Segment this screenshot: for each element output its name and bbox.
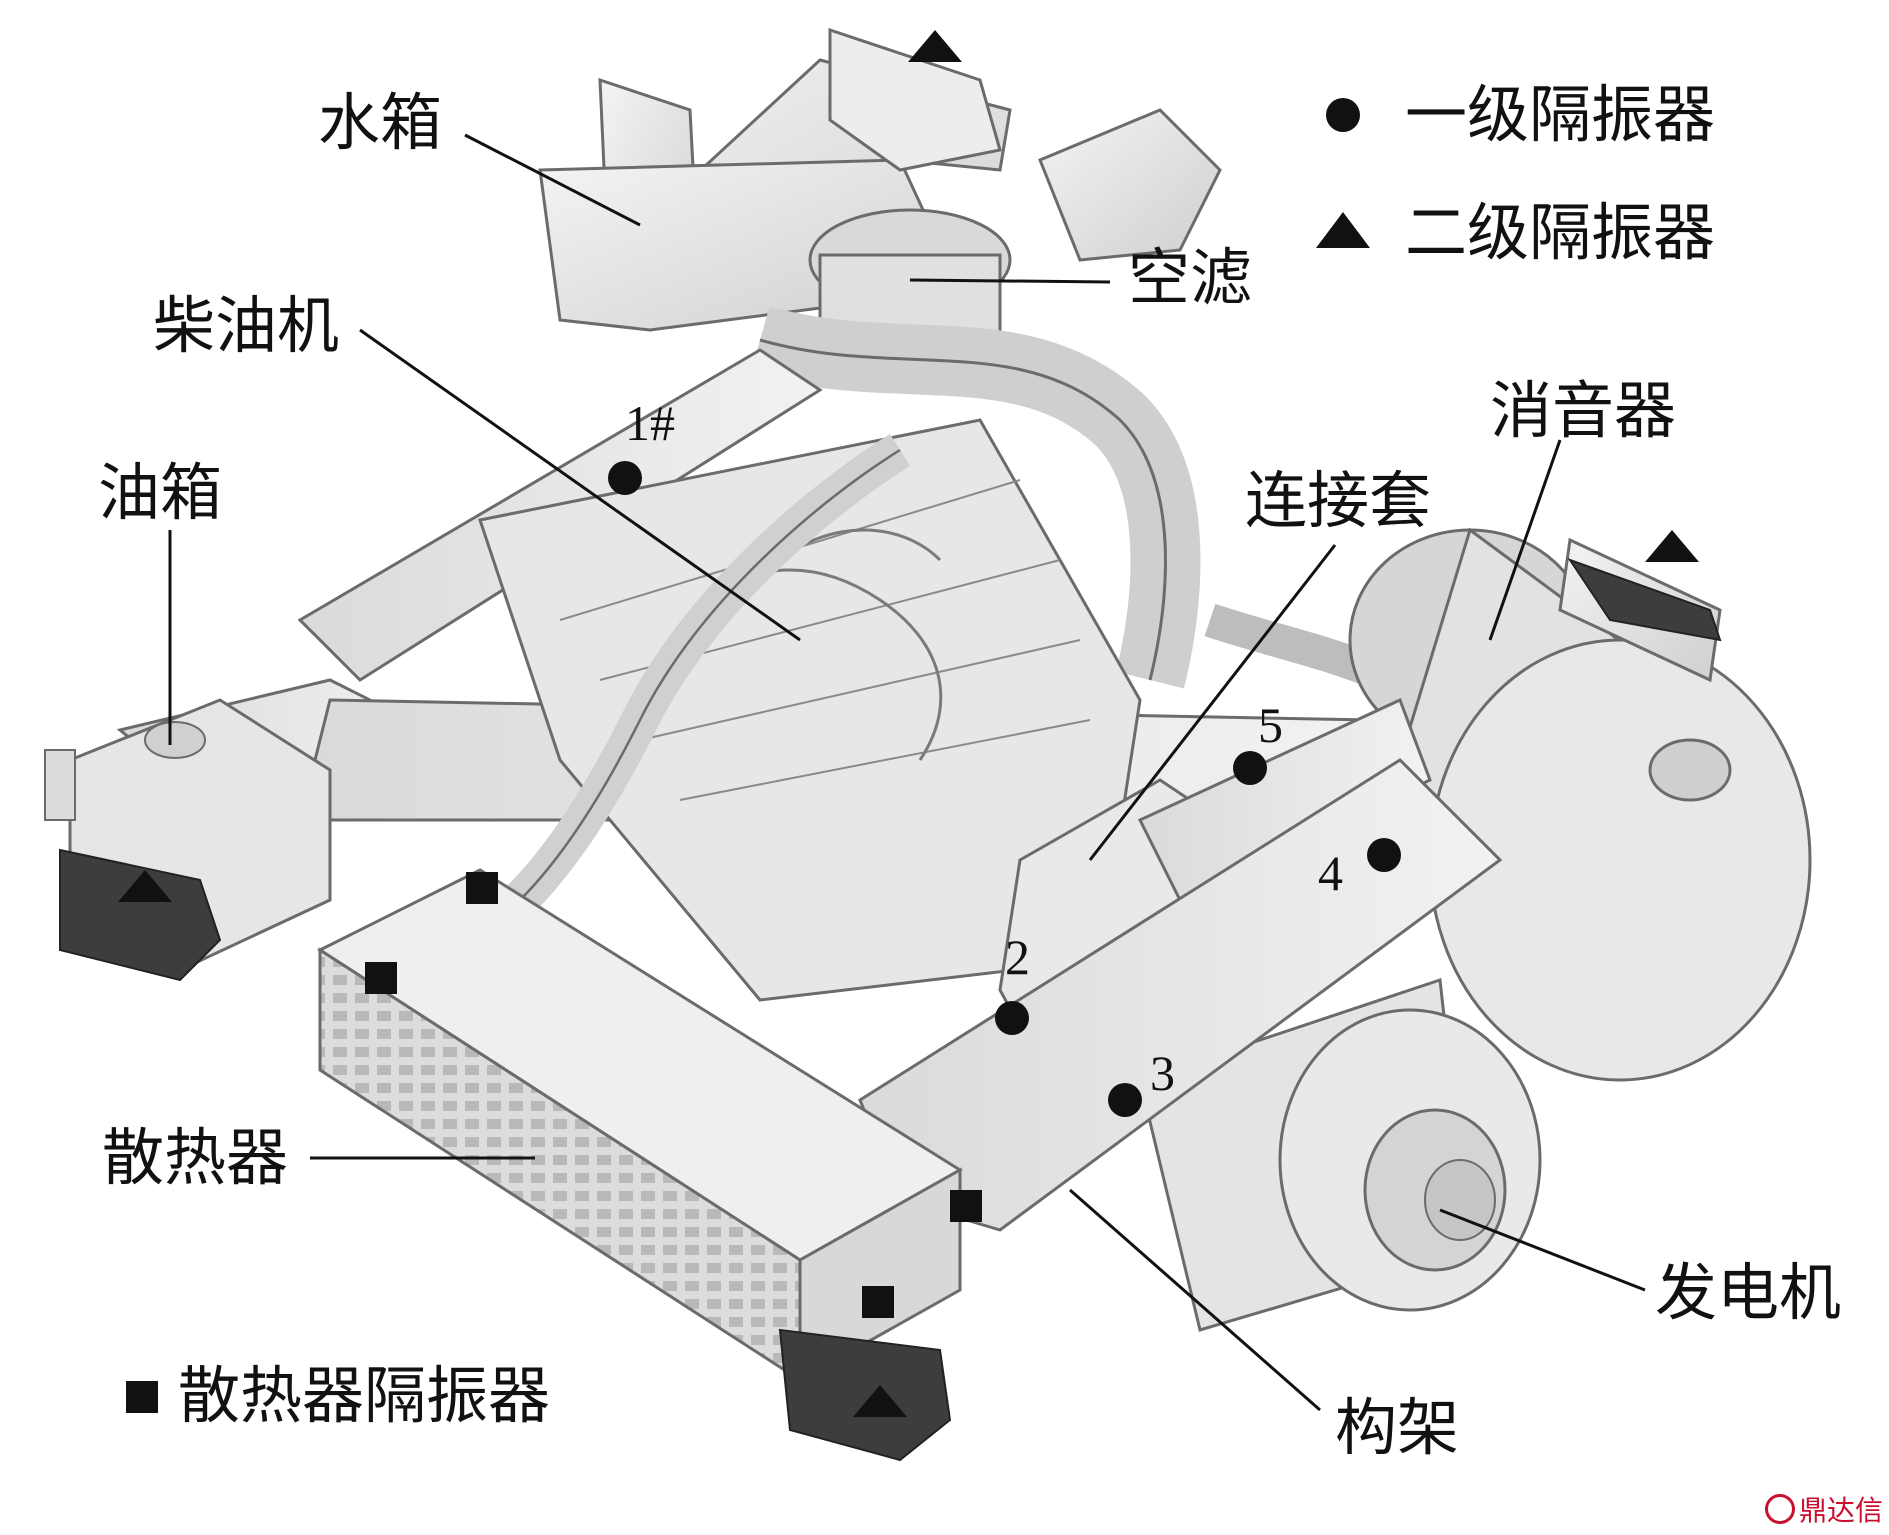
- label-fuel-tank: 油箱: [98, 456, 223, 529]
- radiator-body: [316, 868, 963, 1383]
- isolator-5: [1233, 751, 1267, 785]
- point-label-4: 4: [1318, 845, 1343, 901]
- watermark-text: 鼎达信: [1798, 1494, 1883, 1527]
- exhaust-pipe: [1204, 603, 1377, 686]
- label-frame: 构架: [1335, 1391, 1460, 1464]
- isolator-left: [118, 870, 172, 902]
- top-bracket: [828, 27, 1002, 172]
- isolator-4: [1367, 838, 1401, 872]
- label-muffler: 消音器: [1490, 374, 1677, 447]
- isolator-3: [1108, 1083, 1142, 1117]
- secondary-isolator-markers: [118, 30, 1699, 1417]
- primary-isolator-markers: [608, 461, 1401, 1117]
- label-generator: 发电机: [1655, 1256, 1842, 1329]
- point-label-3: 3: [1150, 1045, 1175, 1101]
- legend-markers: [126, 98, 1370, 1413]
- legend-primary-isolator: 一级隔振器: [1405, 78, 1716, 151]
- watermark-logo-icon: [1764, 1494, 1795, 1524]
- label-diesel-engine: 柴油机: [153, 289, 340, 362]
- leader-lines: [168, 133, 1646, 1412]
- generator-body: [1138, 977, 1542, 1332]
- point-label-1: 1#: [625, 395, 675, 451]
- isolator-bottom: [853, 1385, 907, 1417]
- legend-radiator-isolator: 散热器隔振器: [178, 1359, 551, 1432]
- legend-circle: [1326, 98, 1360, 132]
- muffler-body: [1348, 527, 1812, 1082]
- label-water-tank: 水箱: [318, 86, 443, 159]
- isolator-right: [1645, 530, 1699, 562]
- legend-secondary-isolator: 二级隔振器: [1405, 196, 1716, 269]
- radiator-isolator-markers: [365, 872, 982, 1318]
- label-coupling-sleeve: 连接套: [1245, 464, 1432, 537]
- label-air-filter: 空滤: [1128, 241, 1253, 314]
- label-radiator: 散热器: [102, 1121, 289, 1194]
- isolator-2: [995, 1001, 1029, 1035]
- air-filter-body: [808, 208, 1012, 337]
- point-label-2: 2: [1005, 929, 1030, 985]
- legend-triangle: [1316, 212, 1370, 248]
- isolator-top: [908, 30, 962, 62]
- legend-square: [126, 1381, 158, 1413]
- point-label-5: 5: [1258, 697, 1283, 753]
- watermark: 鼎达信: [1764, 1489, 1883, 1529]
- isolator-1: [608, 461, 642, 495]
